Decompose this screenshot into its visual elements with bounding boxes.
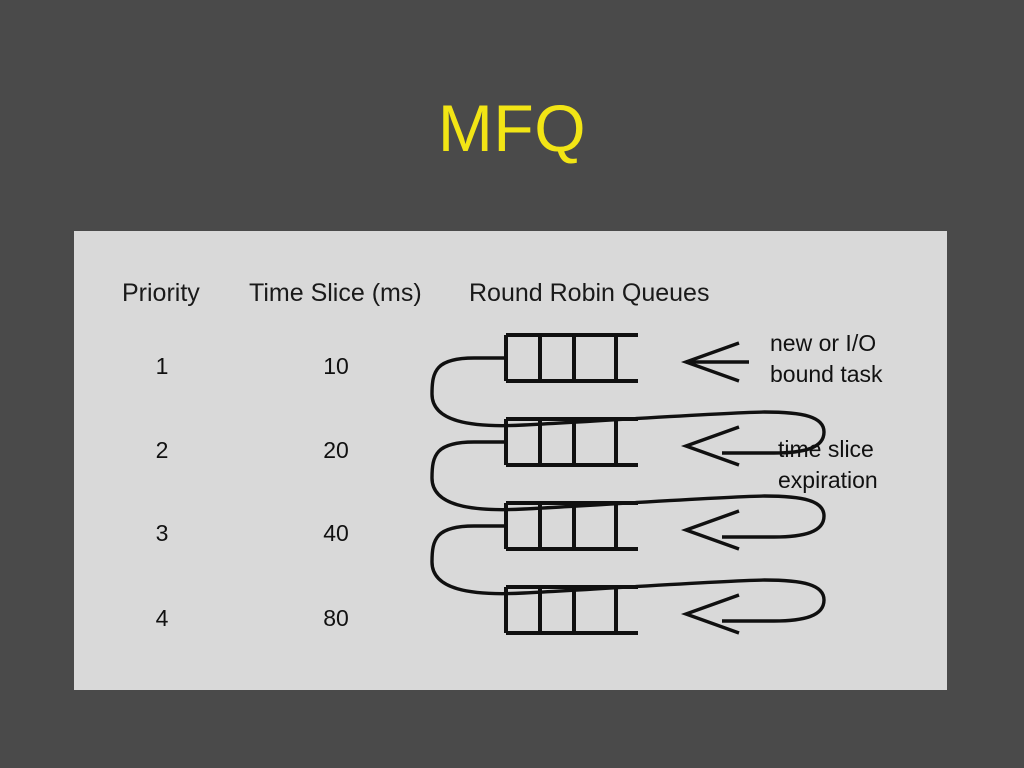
table-row-priority-3: 3: [155, 520, 169, 546]
annotation-expiration-line-2: expiration: [778, 467, 878, 493]
demotion-curve-row-3-left: [430, 524, 765, 596]
annotation-time-slice-expiration: time slice expiration: [778, 434, 878, 496]
page-title: MFQ: [437, 91, 587, 165]
column-header-time-slice: Time Slice (ms): [249, 279, 422, 307]
demotion-curve-row-1-right: [722, 410, 826, 455]
table-row-time-slice-1: 10: [323, 353, 349, 379]
annotation-expiration-line-1: time slice: [778, 436, 874, 462]
annotation-new-task-line-2: bound task: [770, 361, 883, 387]
demotion-curve-row-2-left: [430, 440, 765, 512]
table-row-time-slice-3: 40: [323, 520, 349, 546]
demotion-curve-row-3-right: [722, 578, 826, 623]
queue-row-1: [504, 333, 638, 383]
table-row-time-slice-2: 20: [323, 437, 349, 463]
arrowhead-row-2-icon: [680, 425, 740, 467]
round-robin-queue-diagram: [430, 333, 826, 635]
table-row-priority-2: 2: [155, 437, 169, 463]
arrowhead-row-3-icon: [680, 509, 740, 551]
content-panel: Priority Time Slice (ms) Round Robin Que…: [74, 231, 947, 690]
demotion-curve-row-2-right: [722, 494, 826, 539]
table-row-time-slice-4: 80: [323, 605, 349, 631]
annotation-new-task-line-1: new or I/O: [770, 330, 877, 356]
table-row-priority-4: 4: [155, 605, 169, 631]
table-row-priority-1: 1: [155, 353, 169, 379]
demotion-curve-row-1-left: [430, 356, 765, 428]
column-header-priority: Priority: [122, 279, 200, 307]
annotation-new-or-io-bound-task: new or I/O bound task: [770, 328, 883, 390]
arrowhead-row-4-icon: [680, 593, 740, 635]
column-header-round-robin-queues: Round Robin Queues: [469, 279, 710, 307]
